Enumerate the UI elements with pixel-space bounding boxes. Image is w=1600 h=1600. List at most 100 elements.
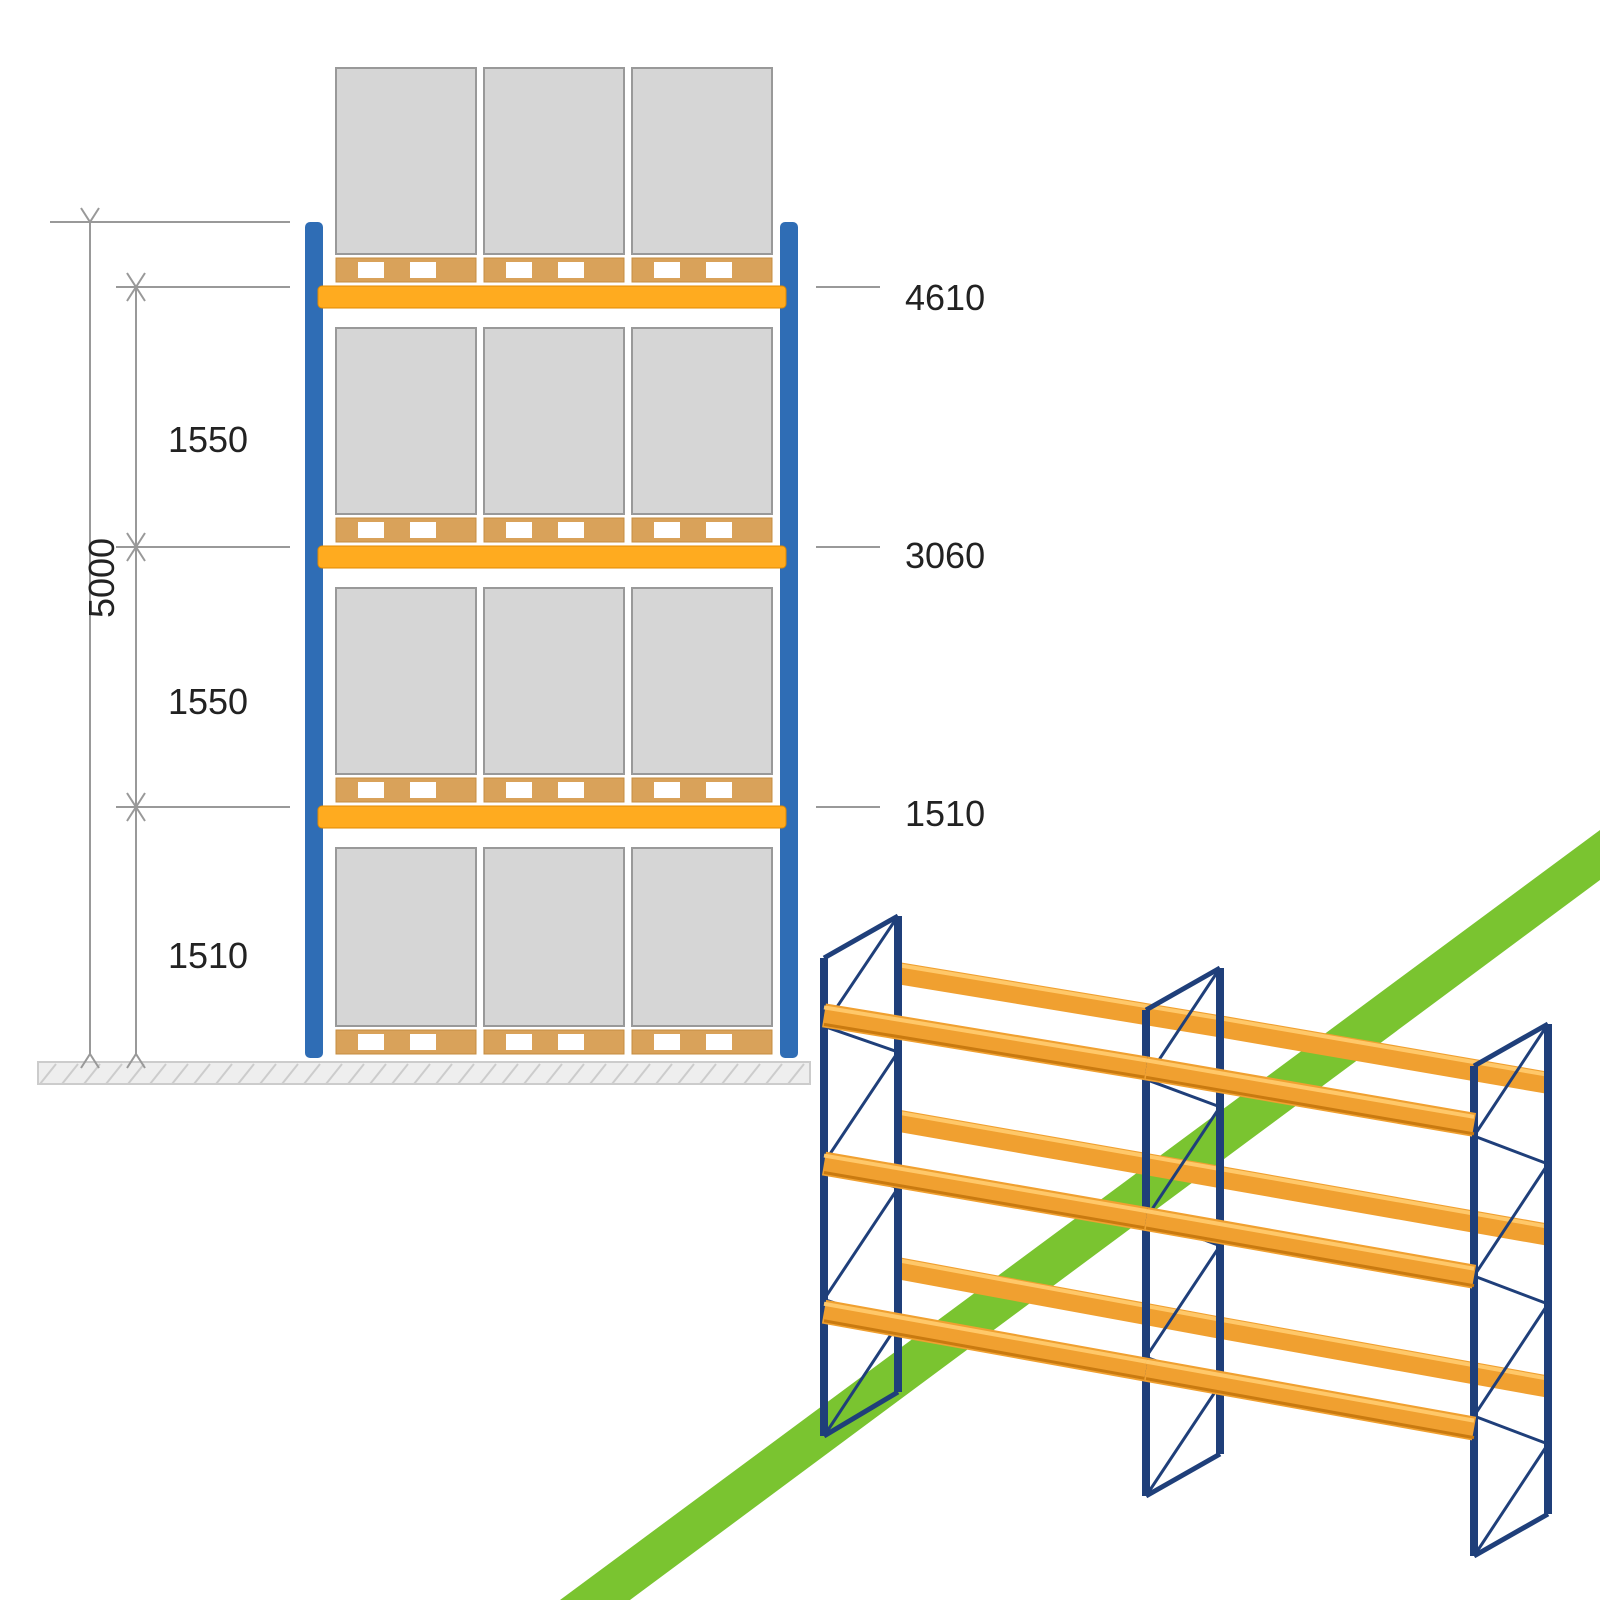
floor-hatch-line bbox=[457, 1063, 475, 1085]
iso-frame-brace bbox=[1472, 1443, 1550, 1557]
iso-back-beam bbox=[1218, 1166, 1550, 1246]
pallet-skid bbox=[483, 517, 625, 543]
pallet-skid bbox=[483, 1029, 625, 1055]
iso-beam-highlight bbox=[1219, 1167, 1549, 1229]
iso-back-beam bbox=[1218, 1316, 1550, 1398]
iso-frame-brace bbox=[1473, 1274, 1549, 1306]
span-label-middle: 1550 bbox=[168, 681, 248, 722]
rack-elevation-view: 5000 1550 1550 1510 4610 3060 1510 bbox=[37, 67, 985, 1085]
pallet-slot bbox=[706, 262, 732, 278]
iso-frame-brace bbox=[1472, 1163, 1550, 1277]
iso-frame-brace bbox=[1473, 1134, 1549, 1166]
iso-beam-highlight bbox=[1219, 1016, 1549, 1077]
level-label-middle: 3060 bbox=[905, 535, 985, 576]
dimension-arrow bbox=[126, 272, 146, 289]
iso-front-beam bbox=[1143, 1357, 1477, 1441]
iso-beam-highlight bbox=[823, 1301, 1147, 1364]
iso-beam-highlight bbox=[897, 1110, 1221, 1171]
pallet-load-box bbox=[335, 847, 477, 1027]
floor-hatch-line bbox=[721, 1063, 739, 1085]
floor-hatch-line bbox=[149, 1063, 167, 1085]
floor-hatch-line bbox=[61, 1063, 79, 1085]
iso-back-beam bbox=[896, 1257, 1222, 1339]
floor-hatch-line bbox=[699, 1063, 717, 1085]
iso-frame-top bbox=[1144, 965, 1222, 1013]
pallet-skid bbox=[335, 257, 477, 283]
pallet-slot bbox=[654, 262, 680, 278]
floor-hatch-line bbox=[765, 1063, 783, 1085]
pallet-slot bbox=[410, 262, 436, 278]
iso-frame-bottom bbox=[822, 1389, 900, 1439]
pallet-load-box bbox=[483, 67, 625, 255]
pallet-slot bbox=[410, 1034, 436, 1050]
pallet-slot bbox=[706, 1034, 732, 1050]
iso-frame-brace bbox=[822, 1051, 900, 1164]
pallet-load-box bbox=[335, 67, 477, 255]
iso-frame-brace bbox=[1472, 1303, 1550, 1417]
floor-hatch-line bbox=[259, 1063, 277, 1085]
floor-hatch-line bbox=[523, 1063, 541, 1085]
pallet-load-box bbox=[631, 587, 773, 775]
iso-frame-brace bbox=[1144, 1106, 1222, 1220]
rack-beam bbox=[317, 805, 787, 829]
iso-frame-bottom bbox=[1144, 1451, 1222, 1499]
pallet-slot bbox=[358, 262, 384, 278]
floor-hatch-line bbox=[215, 1063, 233, 1085]
floor-hatch-line bbox=[743, 1063, 761, 1085]
dimension-arrow bbox=[126, 285, 146, 302]
pallet-skid bbox=[335, 777, 477, 803]
pallet-skid bbox=[631, 517, 773, 543]
dimension-arrow bbox=[80, 1052, 100, 1069]
iso-beam-shadow bbox=[823, 1171, 1147, 1230]
iso-frame-brace bbox=[822, 1323, 900, 1437]
floor-hatch-line bbox=[655, 1063, 673, 1085]
pallet-slot bbox=[706, 522, 732, 538]
floor-hatch-line bbox=[611, 1063, 629, 1085]
iso-frame-brace bbox=[1144, 1383, 1222, 1497]
iso-front-beam bbox=[822, 1003, 1148, 1081]
pallet-load-box bbox=[483, 587, 625, 775]
iso-beam-highlight bbox=[823, 1005, 1147, 1063]
pallet-slot bbox=[654, 1034, 680, 1050]
total-height-label: 5000 bbox=[81, 538, 122, 618]
pallet-slot bbox=[358, 782, 384, 798]
pallet-load-box bbox=[483, 327, 625, 515]
span-label-top: 1550 bbox=[168, 419, 248, 460]
rack-upright bbox=[305, 222, 323, 1058]
iso-frame-brace bbox=[1473, 1414, 1549, 1446]
floor-hatch-line bbox=[787, 1063, 805, 1085]
iso-frame-brace bbox=[1145, 1078, 1221, 1109]
rack-beams bbox=[317, 285, 787, 829]
iso-frame-brace bbox=[1144, 1244, 1222, 1358]
iso-front-beam bbox=[821, 1299, 1149, 1382]
pallet-slot bbox=[558, 262, 584, 278]
floor-hatch-line bbox=[325, 1063, 343, 1085]
floor-hatch-line bbox=[347, 1063, 365, 1085]
floor-hatch-line bbox=[633, 1063, 651, 1085]
floor-hatch-line bbox=[303, 1063, 321, 1085]
rack-3d-view bbox=[820, 913, 1552, 1559]
iso-frame-brace bbox=[822, 1187, 900, 1301]
pallet-slot bbox=[654, 782, 680, 798]
floor-hatch-line bbox=[435, 1063, 453, 1085]
iso-front-beam bbox=[1143, 1056, 1477, 1137]
floor-hatch-line bbox=[237, 1063, 255, 1085]
pallet-load-box bbox=[631, 327, 773, 515]
floor-hatch-line bbox=[589, 1063, 607, 1085]
floor-hatch-line bbox=[545, 1063, 563, 1085]
rack-uprights bbox=[305, 222, 798, 1058]
floor-hatch-line bbox=[501, 1063, 519, 1085]
pallet-slot bbox=[706, 782, 732, 798]
dimension-arrow bbox=[80, 207, 100, 224]
pallet-slot bbox=[558, 522, 584, 538]
floor-hatch-line bbox=[193, 1063, 211, 1085]
iso-beam-shadow bbox=[1145, 1377, 1475, 1440]
iso-frame-bottom bbox=[1472, 1511, 1550, 1559]
span-label-bottom: 1510 bbox=[168, 935, 248, 976]
pallet-skid bbox=[335, 517, 477, 543]
pallet-load-box bbox=[483, 847, 625, 1027]
floor-hatch-line bbox=[479, 1063, 497, 1085]
floor-hatch-line bbox=[127, 1063, 145, 1085]
pallet-load-box bbox=[335, 327, 477, 515]
floor-hatch-line bbox=[39, 1063, 57, 1085]
